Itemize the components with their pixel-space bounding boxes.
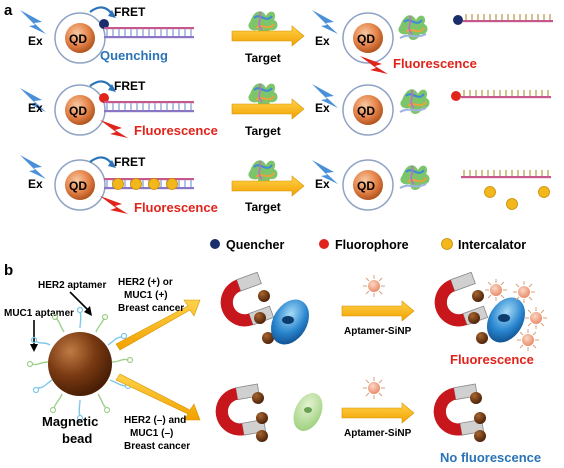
legend-swatch-fluorophore bbox=[319, 239, 329, 249]
lower-case-line-3: Breast cancer bbox=[124, 441, 190, 452]
lower-case-line-1: HER2 (–) and bbox=[124, 415, 186, 426]
row-1-arrow: Target bbox=[231, 10, 305, 65]
row-2-right: Ex QD bbox=[312, 84, 552, 136]
row-3-right: Ex QD bbox=[312, 159, 552, 211]
qd-label: QD bbox=[357, 179, 375, 193]
ex-label: Ex bbox=[315, 177, 330, 191]
ex-label: Ex bbox=[28, 34, 43, 48]
row-1-left: Ex QD FRET Quenching bbox=[20, 5, 195, 64]
magnetic-bead bbox=[26, 306, 134, 422]
legend-label-intercalator: Intercalator bbox=[458, 238, 526, 252]
arrow-label-target: Target bbox=[245, 200, 281, 214]
legend: Quencher Fluorophore Intercalator bbox=[210, 238, 526, 252]
status-fluorescence: Fluorescence bbox=[134, 123, 218, 138]
result-fluorescence: Fluorescence bbox=[450, 352, 534, 367]
qd-label: QD bbox=[357, 32, 375, 46]
bead-label-line-1: Magnetic bbox=[42, 414, 98, 429]
arrow-label-target: Target bbox=[245, 124, 281, 138]
lower-result-scene bbox=[429, 383, 486, 442]
aptamer-sinp-arrow-lower: Aptamer-SiNP bbox=[341, 376, 415, 439]
legend-label-fluorophore: Fluorophore bbox=[335, 238, 409, 252]
ex-label: Ex bbox=[28, 177, 43, 191]
row-2-arrow: Target bbox=[231, 82, 305, 138]
legend-label-quencher: Quencher bbox=[226, 238, 284, 252]
arrow-label-target: Target bbox=[245, 51, 281, 65]
legend-swatch-intercalator bbox=[441, 238, 453, 250]
ex-label: Ex bbox=[315, 101, 330, 115]
upper-result-scene bbox=[427, 271, 548, 352]
qd-label: QD bbox=[69, 179, 87, 193]
her2-aptamer-label: HER2 aptamer bbox=[38, 280, 106, 291]
fret-label: FRET bbox=[114, 79, 146, 93]
arrow-label-aptamer-sinp: Aptamer-SiNP bbox=[344, 428, 412, 439]
arrow-lower-diagonal bbox=[115, 373, 201, 421]
qd-label: QD bbox=[69, 32, 87, 46]
upper-case-line-2: MUC1 (+) bbox=[124, 290, 168, 301]
arrow-label-aptamer-sinp: Aptamer-SiNP bbox=[344, 326, 412, 337]
ex-label: Ex bbox=[315, 34, 330, 48]
qd-label: QD bbox=[69, 104, 87, 118]
muc1-aptamer-label: MUC1 aptamer bbox=[4, 308, 74, 319]
result-no-fluorescence: No fluorescence bbox=[440, 450, 541, 465]
panel-b-label: b bbox=[4, 262, 13, 279]
upper-case-line-1: HER2 (+) or bbox=[118, 277, 173, 288]
status-quenching: Quenching bbox=[100, 48, 168, 63]
fret-label: FRET bbox=[114, 155, 146, 169]
row-2-left: Ex QD FRET Fluorescence bbox=[20, 79, 218, 138]
status-fluorescence: Fluorescence bbox=[134, 200, 218, 215]
panel-a-label: a bbox=[4, 2, 13, 19]
status-fluorescence: Fluorescence bbox=[393, 56, 477, 71]
bead-label-line-2: bead bbox=[62, 431, 92, 446]
qd-label: QD bbox=[357, 104, 375, 118]
legend-swatch-quencher bbox=[210, 239, 220, 249]
arrow-upper-diagonal bbox=[115, 299, 201, 351]
fret-label: FRET bbox=[114, 5, 146, 19]
upper-capture-scene bbox=[213, 271, 309, 345]
row-3-left: Ex QD FRET Fluorescence bbox=[20, 155, 218, 215]
lower-case-line-2: MUC1 (–) bbox=[130, 428, 173, 439]
lower-capture-scene bbox=[211, 383, 323, 442]
upper-case-line-3: Breast cancer bbox=[118, 303, 184, 314]
ex-label: Ex bbox=[28, 101, 43, 115]
aptamer-sinp-arrow-upper: Aptamer-SiNP bbox=[341, 274, 415, 337]
row-3-arrow: Target bbox=[231, 159, 305, 214]
row-1-right: Ex QD Fluorescence bbox=[312, 10, 554, 74]
